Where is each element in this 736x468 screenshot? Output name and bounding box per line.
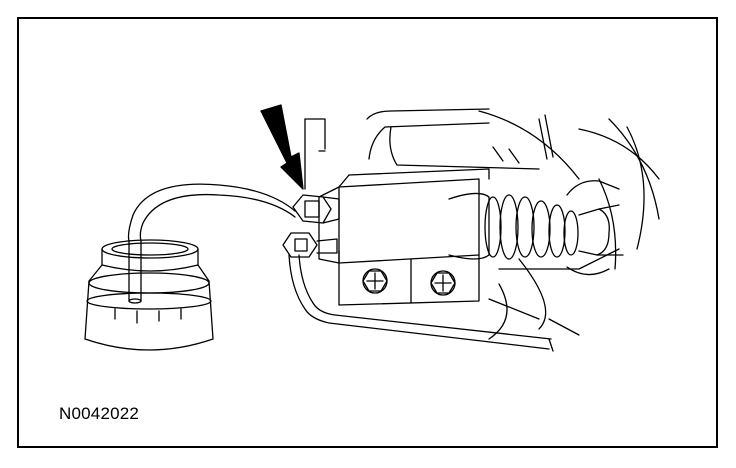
- transmission-housing: [304, 108, 660, 340]
- line-fitting: [282, 232, 338, 258]
- rubber-boot: [448, 180, 624, 276]
- clutch-bleeding-illustration: [84, 104, 660, 352]
- slave-cylinder: [318, 168, 490, 306]
- fluid-container: [84, 239, 214, 351]
- callout-arrow: [260, 104, 304, 190]
- figure-code: N0042022: [59, 404, 140, 423]
- hydraulic-line: [288, 254, 550, 350]
- figure-frame: N0042022: [17, 17, 718, 448]
- bleed-hose: [127, 183, 296, 242]
- bleeder-screw: [292, 194, 340, 224]
